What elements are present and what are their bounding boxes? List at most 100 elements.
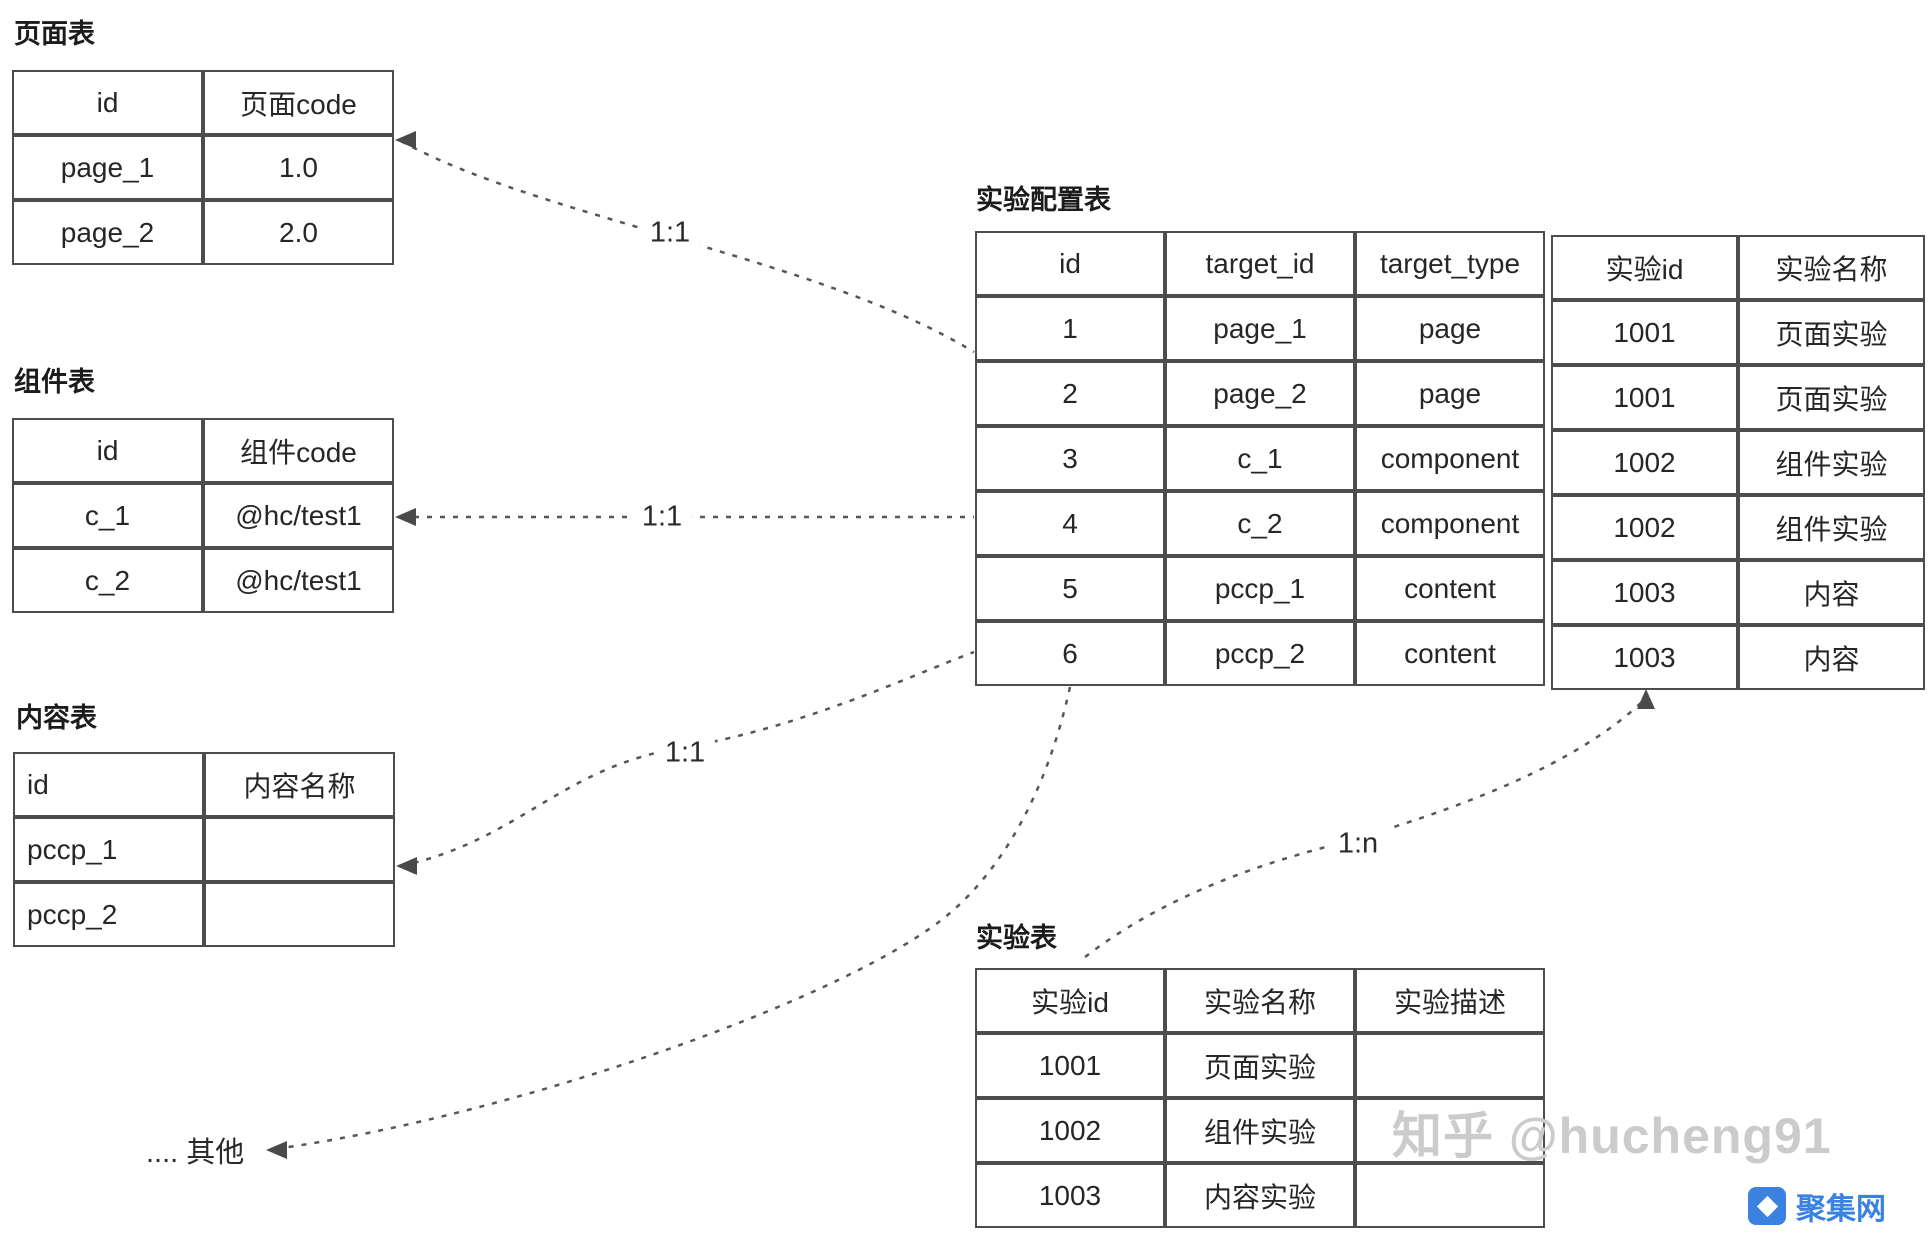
table-cell: 2 <box>975 361 1165 426</box>
table-cell: 内容实验 <box>1165 1163 1355 1228</box>
column-header: id <box>12 70 203 135</box>
table-cell <box>204 882 395 947</box>
page-table-title: 页面表 <box>14 19 95 49</box>
column-header: 内容名称 <box>204 752 395 817</box>
table-cell: content <box>1355 621 1545 686</box>
column-header: 实验描述 <box>1355 968 1545 1033</box>
table-row: c_1@hc/test1 <box>12 483 394 548</box>
table-cell: 组件实验 <box>1738 495 1925 560</box>
component-table-title: 组件表 <box>14 367 95 397</box>
table-cell: 组件实验 <box>1165 1098 1355 1163</box>
table-cell: 3 <box>975 426 1165 491</box>
table-cell: 1001 <box>975 1033 1165 1098</box>
table-cell <box>204 817 395 882</box>
arrowhead-config-table <box>1637 689 1655 709</box>
site-logo-text: 聚集网 <box>1796 1193 1886 1226</box>
column-header: target_type <box>1355 231 1545 296</box>
experiment-table-title: 实验表 <box>976 923 1057 953</box>
column-header: 实验id <box>1551 235 1738 300</box>
table-cell: c_1 <box>1165 426 1355 491</box>
table-cell: page <box>1355 361 1545 426</box>
table-cell: 页面实验 <box>1738 365 1925 430</box>
table-cell: page_2 <box>12 200 203 265</box>
column-header: id <box>13 752 204 817</box>
column-header: 实验id <box>975 968 1165 1033</box>
other-note: .... 其他 <box>146 1137 245 1169</box>
column-header: id <box>12 418 203 483</box>
relation-label-component-config: 1:1 <box>631 498 693 536</box>
table-row: pccp_1 <box>13 817 395 882</box>
table-cell: pccp_2 <box>13 882 204 947</box>
table-cell: 4 <box>975 491 1165 556</box>
table-cell: 页面实验 <box>1165 1033 1355 1098</box>
table-cell: c_2 <box>12 548 203 613</box>
table-cell: 内容 <box>1738 625 1925 690</box>
column-header: target_id <box>1165 231 1355 296</box>
table-cell: @hc/test1 <box>203 483 394 548</box>
table-cell: pccp_1 <box>13 817 204 882</box>
column-header: 实验名称 <box>1738 235 1925 300</box>
table-cell: 2.0 <box>203 200 394 265</box>
content-table-title: 内容表 <box>16 703 97 733</box>
table-row: c_2@hc/test1 <box>12 548 394 613</box>
table-cell: 1003 <box>1551 625 1738 690</box>
table-row: pccp_2 <box>13 882 395 947</box>
table-cell: 1001 <box>1551 365 1738 430</box>
column-header: 页面code <box>203 70 394 135</box>
arrowhead-page-table <box>395 131 416 149</box>
config-table-title: 实验配置表 <box>976 185 1111 215</box>
table-cell: 组件实验 <box>1738 430 1925 495</box>
arrowhead-other <box>266 1141 287 1159</box>
site-logo-icon <box>1748 1187 1786 1225</box>
table-cell: 1003 <box>1551 560 1738 625</box>
relation-label-content-config: 1:1 <box>654 734 716 772</box>
table-cell: 页面实验 <box>1738 300 1925 365</box>
table-cell: pccp_1 <box>1165 556 1355 621</box>
table-cell <box>1355 1163 1545 1228</box>
table-cell: @hc/test1 <box>203 548 394 613</box>
table-cell: c_2 <box>1165 491 1355 556</box>
table-cell: 1003 <box>975 1163 1165 1228</box>
table-cell: 内容 <box>1738 560 1925 625</box>
column-header: id <box>975 231 1165 296</box>
table-cell: 1002 <box>1551 495 1738 560</box>
table-cell: content <box>1355 556 1545 621</box>
table-cell: component <box>1355 426 1545 491</box>
table-cell: c_1 <box>12 483 203 548</box>
table-cell: component <box>1355 491 1545 556</box>
table-cell: page <box>1355 296 1545 361</box>
relation-label-page-config: 1:1 <box>639 214 701 252</box>
column-header: 实验名称 <box>1165 968 1355 1033</box>
table-cell <box>1355 1098 1545 1163</box>
table-cell: 6 <box>975 621 1165 686</box>
table-cell: pccp_2 <box>1165 621 1355 686</box>
watermark: 知乎 @hucheng91 <box>1392 1108 1832 1164</box>
table-cell: 1.0 <box>203 135 394 200</box>
column-header: 组件code <box>203 418 394 483</box>
table-cell <box>1355 1033 1545 1098</box>
table-cell: page_1 <box>12 135 203 200</box>
